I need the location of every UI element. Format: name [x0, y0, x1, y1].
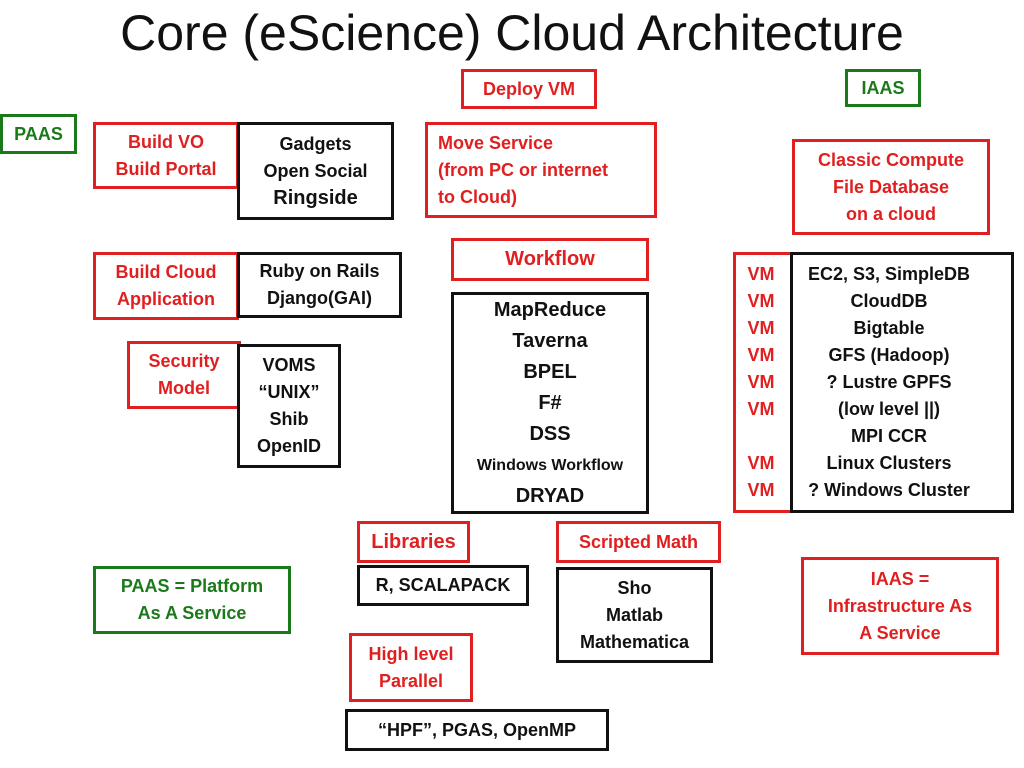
vm-row: MPI CCR — [733, 423, 1014, 450]
deploy-vm-label: Deploy VM — [482, 78, 575, 99]
iaas-definition-box: IAAS = Infrastructure As A Service — [801, 557, 999, 655]
workflow-item-fsharp: F# — [538, 391, 562, 414]
workflow-item-bpel: BPEL — [523, 360, 577, 383]
vm-tag: VM — [747, 372, 775, 392]
vm-service: (low level ||) — [837, 399, 941, 419]
workflow-item-dss: DSS — [529, 422, 571, 445]
scripted-math-label: Scripted Math — [578, 531, 698, 552]
vm-tag: VM — [747, 453, 775, 473]
iaas-label-box: IAAS — [845, 69, 921, 107]
hpf-box: “HPF”, PGAS, OpenMP — [345, 709, 609, 751]
move-service-line-3: to Cloud) — [438, 186, 517, 207]
vm-tag: VM — [747, 399, 775, 419]
iaas-label: IAAS — [861, 77, 905, 98]
vm-row: VM (low level ||) — [733, 396, 1014, 423]
vm-row: VM ? Windows Cluster — [733, 477, 1014, 504]
vm-rows: VM EC2, S3, SimpleDB VM CloudDB VM Bigtable… — [733, 261, 1014, 504]
vm-tag: VM — [747, 318, 775, 338]
vm-row: VM Bigtable — [733, 315, 1014, 342]
vm-service: Linux Clusters — [826, 453, 952, 473]
vm-column-box — [733, 252, 795, 513]
vm-row: VM CloudDB — [733, 288, 1014, 315]
paas-definition-line-1: PAAS = Platform — [120, 576, 264, 596]
workflow-item-windows-workflow: Windows Workflow — [476, 456, 624, 474]
build-cloud-line-1: Build Cloud — [115, 262, 217, 282]
build-cloud-line-2: Application — [117, 289, 215, 309]
build-vo-line-1: Build VO — [128, 131, 204, 152]
security-model-box: Security Model — [127, 341, 241, 409]
vm-tag: VM — [747, 291, 775, 311]
voms-line-3: Shib — [269, 409, 309, 429]
workflow-items-box: MapReduce Taverna BPEL F# DSS Windows Wo… — [451, 292, 649, 514]
vm-tag: VM — [747, 345, 775, 365]
r-scalapack-label: R, SCALAPACK — [375, 575, 511, 595]
build-vo-box: Build VO Build Portal — [93, 122, 239, 189]
classic-compute-line-3: on a cloud — [846, 203, 936, 224]
vm-service: ? Lustre GPFS — [826, 372, 952, 392]
vm-tag: VM — [747, 480, 775, 500]
workflow-label: Workflow — [505, 248, 595, 270]
paas-definition-line-2: As A Service — [137, 603, 247, 623]
r-scalapack-box: R, SCALAPACK — [357, 565, 529, 606]
vm-row: VM Linux Clusters — [733, 450, 1014, 477]
sho-line-1: Sho — [617, 577, 652, 598]
voms-box: VOMS “UNIX” Shib OpenID — [237, 344, 341, 468]
high-level-line-1: High level — [368, 643, 454, 664]
paas-definition-box: PAAS = Platform As A Service — [93, 566, 291, 634]
move-service-box: Move Service (from PC or internet to Clo… — [425, 122, 657, 218]
deploy-vm-box: Deploy VM — [461, 69, 597, 109]
ruby-rails-line-1: Ruby on Rails — [259, 261, 380, 281]
vm-services-box — [790, 252, 1014, 513]
build-cloud-box: Build Cloud Application — [93, 252, 239, 320]
workflow-item-dryad: DRYAD — [515, 484, 585, 507]
iaas-definition-line-2: Infrastructure As — [827, 595, 973, 616]
paas-label: PAAS — [14, 123, 63, 144]
security-model-line-2: Model — [158, 378, 210, 398]
workflow-label-box: Workflow — [451, 238, 649, 281]
sho-box: Sho Matlab Mathematica — [556, 567, 713, 663]
classic-compute-box: Classic Compute File Database on a cloud — [792, 139, 990, 235]
vm-service: EC2, S3, SimpleDB — [807, 264, 971, 284]
libraries-label: Libraries — [371, 530, 456, 553]
scripted-math-box: Scripted Math — [556, 521, 721, 563]
hpf-label: “HPF”, PGAS, OpenMP — [377, 719, 577, 740]
vm-row: VM GFS (Hadoop) — [733, 342, 1014, 369]
gadgets-line-3: Ringside — [273, 186, 358, 209]
classic-compute-line-1: Classic Compute — [817, 149, 965, 170]
sho-line-2: Matlab — [605, 604, 663, 625]
paas-label-box: PAAS — [0, 114, 77, 154]
move-service-line-2: (from PC or internet — [438, 159, 609, 180]
iaas-definition-line-1: IAAS = — [870, 568, 930, 589]
voms-line-4: OpenID — [256, 436, 321, 456]
vm-service: MPI CCR — [851, 426, 927, 446]
vm-row: VM ? Lustre GPFS — [733, 369, 1014, 396]
workflow-item-taverna: Taverna — [512, 329, 588, 352]
build-vo-line-2: Build Portal — [115, 158, 217, 179]
gadgets-line-1: Gadgets — [279, 133, 352, 154]
high-level-parallel-box: High level Parallel — [349, 633, 473, 702]
workflow-item-mapreduce: MapReduce — [493, 298, 607, 321]
gadgets-line-2: Open Social — [263, 160, 368, 181]
sho-line-3: Mathematica — [579, 631, 690, 652]
gadgets-box: Gadgets Open Social Ringside — [237, 122, 394, 220]
move-service-line-1: Move Service — [438, 132, 554, 153]
vm-service: CloudDB — [850, 291, 928, 311]
voms-line-1: VOMS — [262, 355, 316, 375]
voms-line-2: “UNIX” — [258, 382, 320, 402]
ruby-rails-line-2: Django(GAI) — [267, 288, 372, 308]
ruby-rails-box: Ruby on Rails Django(GAI) — [237, 252, 402, 318]
high-level-line-2: Parallel — [378, 670, 444, 691]
slide-title: Core (eScience) Cloud Architecture — [120, 5, 904, 61]
vm-service: Bigtable — [853, 318, 925, 338]
vm-service: GFS (Hadoop) — [828, 345, 950, 365]
iaas-definition-line-3: A Service — [859, 622, 941, 643]
security-model-line-1: Security — [148, 351, 220, 371]
vm-tag: VM — [747, 264, 775, 284]
libraries-box: Libraries — [357, 521, 470, 563]
classic-compute-line-2: File Database — [832, 176, 950, 197]
vm-service: ? Windows Cluster — [808, 480, 970, 500]
vm-row: VM EC2, S3, SimpleDB — [733, 261, 1014, 288]
